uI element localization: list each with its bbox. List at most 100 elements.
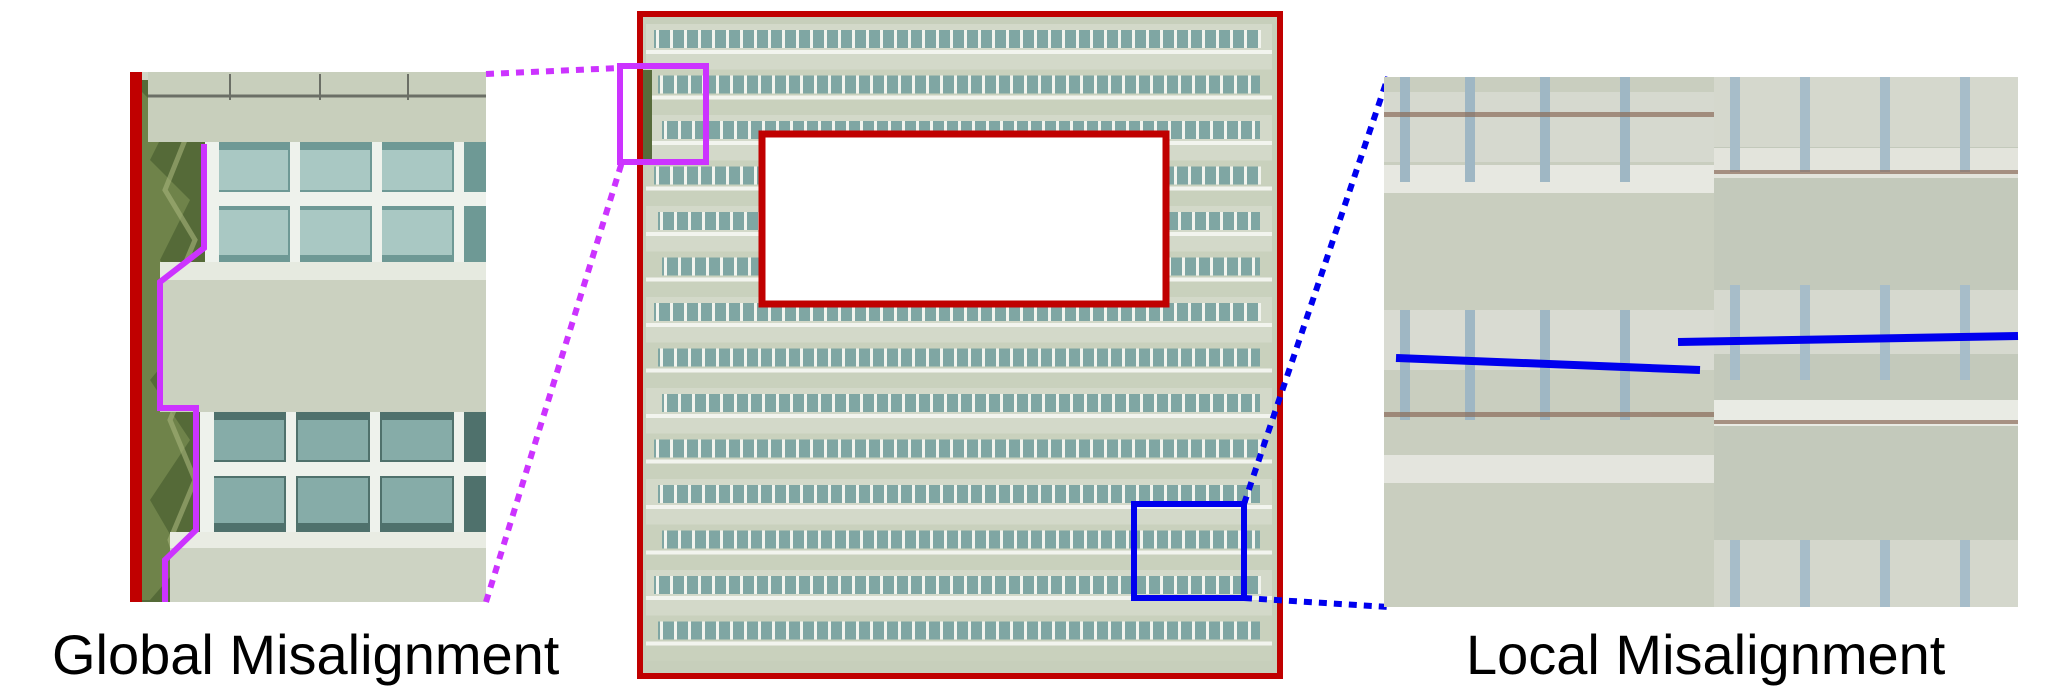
window-mullion [1210,121,1213,139]
window-band [654,576,1260,594]
window-mullion [1244,303,1247,321]
window-mullion [810,576,813,594]
window-mullion [748,394,751,412]
window-mullion [1244,439,1247,458]
window-mullion [702,621,705,640]
window-mullion [922,30,925,48]
window-mullion [772,75,775,94]
window-mullion [1028,530,1031,549]
window-mullion [1202,303,1205,321]
window-mullion [782,30,785,48]
window-mullion [796,439,799,458]
window-mullion [1224,530,1227,549]
window-mullion [908,439,911,458]
window-mullion [1122,75,1125,94]
window-mullion [902,530,905,549]
window-mullion [908,303,911,321]
window-mullion [660,621,663,640]
window-mullion [1150,621,1153,640]
window-mullion [706,257,709,276]
window-mullion [982,75,985,94]
window-mullion [730,621,733,640]
window-mullion [800,75,803,94]
window-mullion [656,576,659,594]
window-mullion [674,75,677,94]
window-mullion [982,348,985,367]
window-mullion [754,303,757,321]
window-mullion [894,30,897,48]
window-mullion [954,348,957,367]
window-mullion [824,30,827,48]
window-mullion [758,485,761,503]
window-mullion [656,166,659,185]
window-mullion [692,257,695,276]
window-mullion [716,212,719,230]
blue-connector-bottom [1243,595,1389,610]
window-mullion [664,530,667,549]
window-mullion [810,30,813,48]
magenta-connector-top [485,65,621,77]
window-mullion [1178,212,1181,230]
window-mullion [688,212,691,230]
window-mullion [880,576,883,594]
window-mullion [846,121,849,139]
window-mullion [692,394,695,412]
window-mullion [726,439,729,458]
window-mullion [1108,75,1111,94]
window-mullion [1062,439,1065,458]
window-mullion [740,166,743,185]
window-mullion [1090,30,1093,48]
window-mullion [870,485,873,503]
window-mullion [1104,30,1107,48]
window-mullion [716,621,719,640]
window-mullion [1094,621,1097,640]
window-mullion [1164,485,1167,503]
floor-sill [646,641,1272,646]
window-mullion [1150,75,1153,94]
window-mullion [1076,303,1079,321]
window-mullion [1224,121,1227,139]
window-mullion [1174,166,1177,185]
window-mullion [926,485,929,503]
window-mullion [1006,576,1009,594]
window-mullion [754,30,757,48]
window-mullion [712,166,715,185]
window-mullion [786,348,789,367]
window-mullion [1098,394,1101,412]
window-mullion [832,121,835,139]
window-mullion [702,485,705,503]
window-mullion [968,75,971,94]
window-mullion [670,576,673,594]
window-mullion [664,121,667,139]
window-mullion [1192,75,1195,94]
window-mullion [828,75,831,94]
window-mullion [702,348,705,367]
window-mullion [996,621,999,640]
local-misalignment-caption: Local Misalignment [1466,623,1946,686]
local-region-marker [1131,501,1247,601]
window-mullion [1210,530,1213,549]
window-mullion [884,75,887,94]
window-mullion [706,530,709,549]
window-mullion [986,121,989,139]
window-mullion [912,485,915,503]
window-mullion [1252,121,1255,139]
window-mullion [1248,212,1251,230]
window-mullion [1168,121,1171,139]
window-mullion [734,394,737,412]
window-mullion [786,621,789,640]
window-mullion [776,394,779,412]
window-mullion [1216,166,1219,185]
window-mullion [1034,30,1037,48]
window-mullion [790,394,793,412]
window-mullion [1210,394,1213,412]
window-mullion [1202,30,1205,48]
window-mullion [1084,394,1087,412]
window-mullion [1000,530,1003,549]
window-mullion [684,576,687,594]
window-mullion [660,75,663,94]
window-mullion [720,257,723,276]
window-mullion [1188,166,1191,185]
facade-frame [637,11,1283,679]
window-mullion [804,121,807,139]
